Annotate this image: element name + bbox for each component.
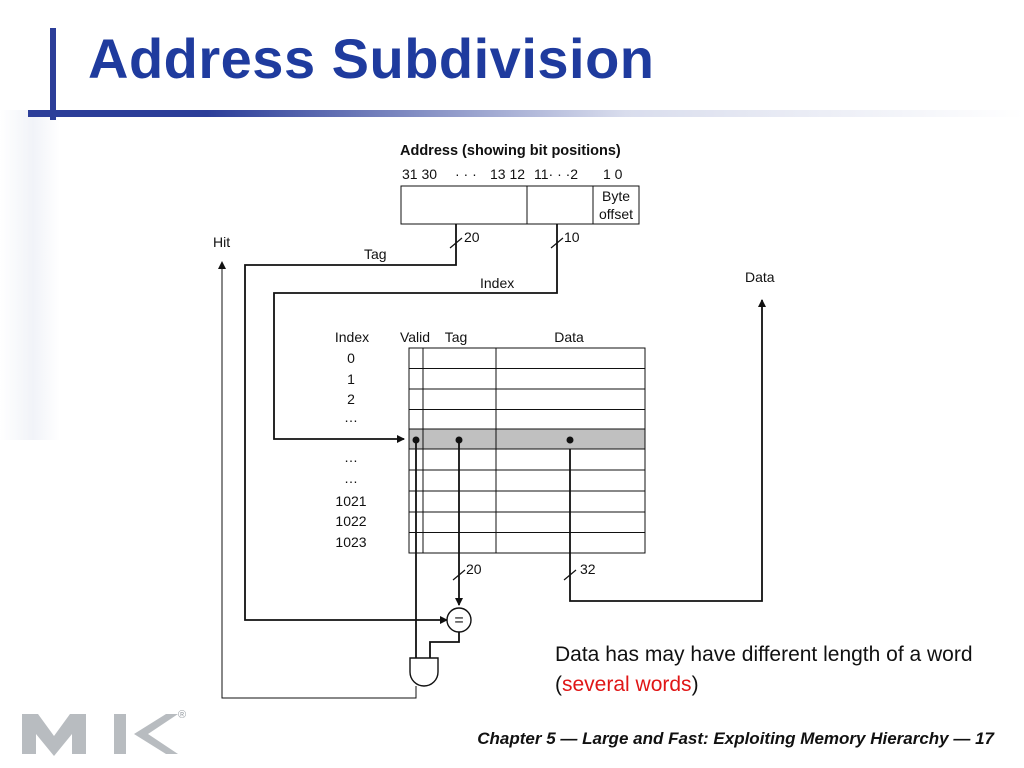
title-accent-bar [50, 28, 56, 120]
index-width-slash [550, 237, 564, 249]
logo-m [22, 714, 86, 756]
index-row-label: 1021 [335, 493, 366, 509]
index-row-label: … [344, 449, 358, 465]
bit-pos-index: 11· · ·2 [534, 166, 578, 182]
cache-table-grid [408, 347, 646, 554]
mk-logo: ® [22, 709, 186, 756]
slide-footer: Chapter 5 — Large and Fast: Exploiting M… [477, 729, 994, 748]
note-highlight: several words [562, 673, 692, 696]
selected-row-highlight [409, 429, 645, 449]
comparator-symbol: = [454, 612, 463, 629]
logo-registered: ® [178, 709, 186, 721]
data-width: 32 [580, 561, 596, 577]
index-row-label: 0 [347, 350, 355, 366]
index-row-label: 1023 [335, 534, 366, 550]
data-output-wire [569, 299, 766, 602]
bit-pos-tag-dots: · · · [455, 166, 477, 182]
note-text: Data has may have different length of a … [555, 640, 995, 700]
data-width-slash [563, 569, 577, 581]
logo-k-chevron [134, 714, 178, 754]
bit-pos-tag-left: 31 30 [402, 166, 437, 182]
header-data: Data [554, 329, 584, 345]
index-wire [273, 224, 558, 443]
compare-width-slash [452, 569, 466, 581]
header-index: Index [335, 329, 369, 345]
index-width: 10 [564, 229, 580, 245]
tag-wire-label: Tag [364, 246, 387, 262]
byte-offset-label-1: Byte [602, 188, 630, 204]
index-row-label: … [344, 470, 358, 486]
header-valid: Valid [400, 329, 430, 345]
note-text-end: ) [691, 673, 699, 696]
slide-title: Address Subdivision [88, 27, 655, 90]
and-gate [409, 657, 439, 687]
address-label: Address (showing bit positions) [400, 143, 621, 159]
title-rule [28, 110, 1024, 117]
tag-wire [244, 224, 457, 624]
tag-width-slash [449, 237, 463, 249]
header-tag: Tag [445, 329, 468, 345]
index-row-label: 1022 [335, 513, 366, 529]
bit-pos-offset: 1 0 [603, 166, 623, 182]
data-output-label: Data [745, 269, 775, 285]
compare-to-and-wire [429, 632, 460, 658]
index-wire-label: Index [480, 275, 514, 291]
byte-offset-label-2: offset [599, 206, 633, 222]
data-junction-dot [566, 436, 574, 444]
hit-wire [218, 261, 417, 699]
index-row-label: 1 [347, 371, 355, 387]
left-accent [0, 110, 60, 440]
logo-k-bar [114, 714, 126, 754]
index-row-labels: 0 1 2 … … … 1021 1022 1023 [335, 350, 366, 550]
hit-label: Hit [213, 234, 230, 250]
note-text-main: Data has may have different length of a … [555, 643, 973, 696]
address-register [400, 185, 640, 225]
compare-width: 20 [466, 561, 482, 577]
index-row-label: 2 [347, 391, 355, 407]
tag-width: 20 [464, 229, 480, 245]
index-row-label: … [344, 409, 358, 425]
bit-pos-tag-right: 13 12 [490, 166, 525, 182]
